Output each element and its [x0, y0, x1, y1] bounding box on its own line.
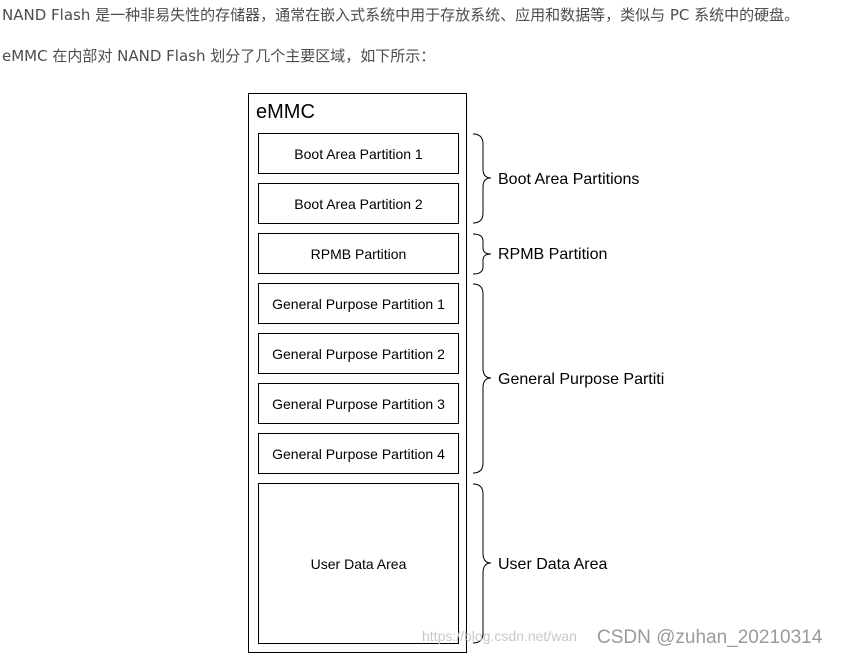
partition-gp-4: General Purpose Partition 4	[258, 433, 459, 474]
partition-gp-1: General Purpose Partition 1	[258, 283, 459, 324]
partition-gp-2: General Purpose Partition 2	[258, 333, 459, 374]
intro-paragraph-2: eMMC 在内部对 NAND Flash 划分了几个主要区域，如下所示：	[2, 47, 436, 65]
intro-paragraph-1: NAND Flash 是一种非易失性的存储器，通常在嵌入式系统中用于存放系统、应…	[2, 6, 800, 24]
emmc-container-box	[248, 93, 467, 653]
url-watermark: https://blog.csdn.net/wan	[422, 628, 577, 644]
emmc-container-title: eMMC	[256, 101, 315, 123]
brace-user-data	[472, 483, 492, 644]
group-label-user-data: User Data Area	[498, 556, 608, 573]
brace-general-purpose	[472, 283, 492, 474]
partition-user-data: User Data Area	[258, 483, 459, 644]
brace-rpmb	[472, 233, 492, 275]
partition-rpmb: RPMB Partition	[258, 233, 459, 274]
partition-boot-1: Boot Area Partition 1	[258, 133, 459, 174]
brace-boot-area	[472, 133, 492, 224]
partition-boot-2: Boot Area Partition 2	[258, 183, 459, 224]
csdn-author-watermark: CSDN @zuhan_20210314	[597, 627, 823, 648]
partition-gp-3: General Purpose Partition 3	[258, 383, 459, 424]
group-label-boot-area: Boot Area Partitions	[498, 171, 640, 188]
group-label-general-purpose: General Purpose Partiti	[498, 371, 665, 388]
group-label-rpmb: RPMB Partition	[498, 246, 608, 263]
